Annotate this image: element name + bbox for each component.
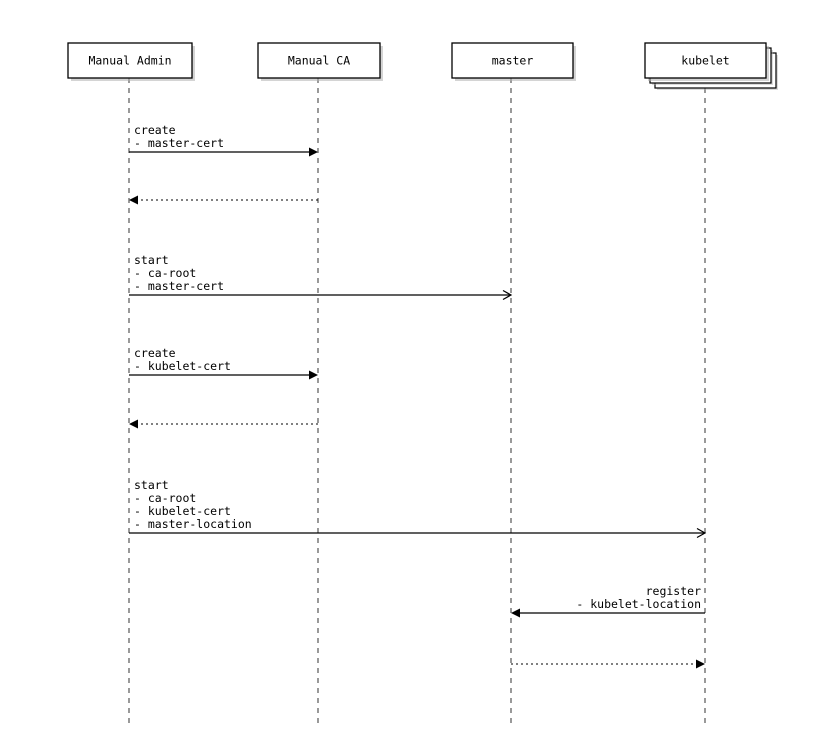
participant-label-master: master [492, 54, 534, 68]
arrowhead-filled-m2 [129, 195, 138, 205]
participant-box-ca[interactable] [257, 42, 381, 79]
message-label-m4-line-0: create [134, 346, 176, 360]
arrowhead-filled-m8 [696, 659, 705, 669]
message-m2[interactable] [129, 195, 318, 205]
participants-layer: Manual Admin Manual CA master kubelet [67, 42, 778, 90]
participant-box-kubelet[interactable] [644, 42, 767, 79]
lifelines-layer [128, 78, 706, 723]
arrowhead-open-m3 [502, 289, 513, 301]
message-m7[interactable]: register- kubelet-location [511, 584, 705, 618]
participant-box-master[interactable] [451, 42, 574, 79]
message-label-m4-line-1: - kubelet-cert [134, 359, 231, 373]
message-label-m3-line-1: - ca-root [134, 266, 196, 280]
message-label-m6-line-3: - master-location [134, 517, 252, 531]
participant-label-kubelet: kubelet [681, 54, 729, 68]
participant-box-admin[interactable] [67, 42, 193, 79]
message-m5[interactable] [129, 419, 318, 429]
arrowhead-filled-m7 [511, 608, 520, 618]
participant-label-ca: Manual CA [288, 54, 350, 68]
message-m1[interactable]: create- master-cert [129, 123, 318, 157]
arrowhead-filled-m5 [129, 419, 138, 429]
message-label-m7-line-1: - kubelet-location [576, 597, 701, 611]
message-label-m6-line-1: - ca-root [134, 491, 196, 505]
participant-label-admin: Manual Admin [88, 54, 171, 68]
message-label-m6-line-0: start [134, 478, 169, 492]
participant-admin[interactable]: Manual Admin [67, 42, 195, 81]
participant-kubelet[interactable]: kubelet [644, 42, 778, 90]
message-label-m3-line-2: - master-cert [134, 279, 224, 293]
message-label-m7-line-0: register [646, 584, 701, 598]
message-m3[interactable]: start- ca-root- master-cert [129, 253, 513, 301]
message-label-m1-line-1: - master-cert [134, 136, 224, 150]
arrowhead-filled-m4 [309, 370, 318, 380]
participant-ca[interactable]: Manual CA [257, 42, 383, 81]
message-m8[interactable] [511, 659, 705, 669]
message-label-m3-line-0: start [134, 253, 169, 267]
message-label-m1-line-0: create [134, 123, 176, 137]
arrowhead-open-m6 [696, 527, 707, 539]
message-m6[interactable]: start- ca-root- kubelet-cert- master-loc… [129, 478, 707, 539]
arrowhead-filled-m1 [309, 147, 318, 157]
participant-master[interactable]: master [451, 42, 576, 81]
message-label-m6-line-2: - kubelet-cert [134, 504, 231, 518]
message-m4[interactable]: create- kubelet-cert [129, 346, 318, 380]
